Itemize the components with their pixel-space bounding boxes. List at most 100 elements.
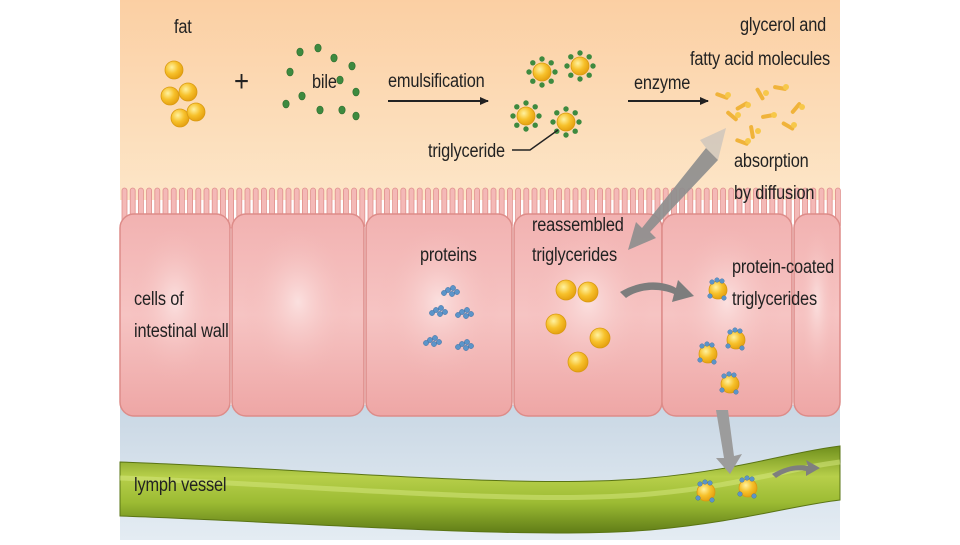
protein-subunit <box>441 290 447 296</box>
coat-protein <box>731 372 737 378</box>
coat-protein <box>714 277 720 283</box>
protein-coated-globule <box>695 479 716 503</box>
bile-coating-dot <box>523 100 529 106</box>
triglyceride-globule <box>567 351 589 373</box>
glycerol-head <box>745 138 751 144</box>
bile-dot <box>352 87 360 97</box>
bile-coating-dot <box>532 104 538 110</box>
fatty-acid-fragment <box>773 85 787 91</box>
bile-dot <box>348 61 356 71</box>
protein-coated-globule <box>737 475 758 499</box>
bile-coating-dot <box>514 122 520 128</box>
protein-subunit <box>464 307 470 313</box>
bile-dot <box>330 53 338 63</box>
fatty-acid-fragments <box>715 84 805 146</box>
absorption-arrow-fade <box>700 128 726 160</box>
protein-subunit <box>427 337 433 343</box>
fat-globule <box>178 82 198 102</box>
protein-subunit <box>450 285 456 291</box>
coat-protein <box>739 345 745 351</box>
intestinal-cells <box>119 213 841 417</box>
cell-highlight <box>128 230 222 390</box>
protein-coated-label-line2: triglycerides <box>732 289 817 310</box>
fatty-acid-fragment <box>749 125 755 139</box>
bile-coating-dot <box>568 72 574 78</box>
protein-subunit <box>459 309 465 315</box>
protein-subunit <box>464 339 470 345</box>
protein-subunit <box>468 311 474 317</box>
coat-protein <box>697 357 703 363</box>
absorption-label-line2: by diffusion <box>734 183 815 204</box>
reassembled-label-line2: triglycerides <box>532 245 617 266</box>
bile-coating-dot <box>568 54 574 60</box>
bile-coating-dot <box>550 119 556 125</box>
emulsified-droplet <box>570 56 590 76</box>
bile-coating-dot <box>552 69 558 75</box>
bile-coating-dot <box>577 76 583 82</box>
enzyme-label: enzyme <box>634 73 691 94</box>
protein <box>441 285 460 297</box>
coat-protein <box>737 491 743 497</box>
glycerol-head <box>771 112 777 118</box>
lymph-vessel-highlight <box>119 459 841 501</box>
protein-subunit <box>463 313 469 319</box>
coat-protein <box>725 343 731 349</box>
proteins-label: proteins <box>420 245 477 266</box>
fat-label: fat <box>174 17 192 38</box>
cell-highlight <box>242 230 354 390</box>
coat-protein <box>737 328 743 334</box>
protein-subunit <box>454 289 460 295</box>
fat-globule <box>170 108 190 128</box>
protein-subunit <box>423 340 429 346</box>
bile-coating-dot <box>586 72 592 78</box>
protein-coated-globule <box>707 277 728 301</box>
bile-dot <box>338 105 346 115</box>
coat-protein <box>721 295 727 301</box>
coat-protein <box>707 480 713 486</box>
bile-coating-dot <box>564 63 570 69</box>
coat-protein <box>704 341 710 347</box>
coat-protein <box>709 497 715 503</box>
absorption-label-line1: absorption <box>734 151 809 172</box>
bile-coating-dot <box>530 78 536 84</box>
cells-label-line2: intestinal wall <box>134 321 229 342</box>
bile-dot <box>298 91 306 101</box>
bile-coating-dot <box>572 110 578 116</box>
emulsification-label: emulsification <box>388 71 485 92</box>
fat-globule <box>186 102 206 122</box>
fatty-acid-fragment <box>715 92 729 100</box>
glycerol-head <box>755 128 761 134</box>
absorption-arrow <box>628 148 718 250</box>
glycerol-head <box>763 90 769 96</box>
bile-dot <box>282 99 290 109</box>
protein-subunit <box>445 287 451 293</box>
glycerol-head <box>791 122 797 128</box>
bile-coating-dot <box>590 63 596 69</box>
bile-dot <box>286 67 294 77</box>
bile-dot <box>316 105 324 115</box>
cells-label-line1: cells of <box>134 289 184 310</box>
protein <box>455 339 474 351</box>
lymph-flow-arrow <box>772 460 820 478</box>
plus-sign: + <box>234 65 249 98</box>
lymph-vessel-label: lymph vessel <box>134 475 227 496</box>
bile-coating-dot <box>554 110 560 116</box>
bile-coating-dot <box>514 104 520 110</box>
lymph-vessel <box>119 445 841 534</box>
glycerol-head <box>735 112 741 118</box>
protein-subunit <box>429 310 435 316</box>
microvillus <box>228 187 235 229</box>
coat-protein <box>733 389 739 395</box>
coat-protein <box>721 373 727 379</box>
coat-protein <box>709 279 715 285</box>
coat-protein <box>739 477 745 483</box>
bile-coating-dot <box>576 119 582 125</box>
fat-globule <box>164 60 184 80</box>
emulsified-droplet <box>516 106 536 126</box>
glycerol-head <box>745 102 751 108</box>
bile-coating-dot <box>577 50 583 56</box>
coat-protein <box>699 343 705 349</box>
coat-protein <box>719 387 725 393</box>
protein-subunit <box>442 309 448 315</box>
